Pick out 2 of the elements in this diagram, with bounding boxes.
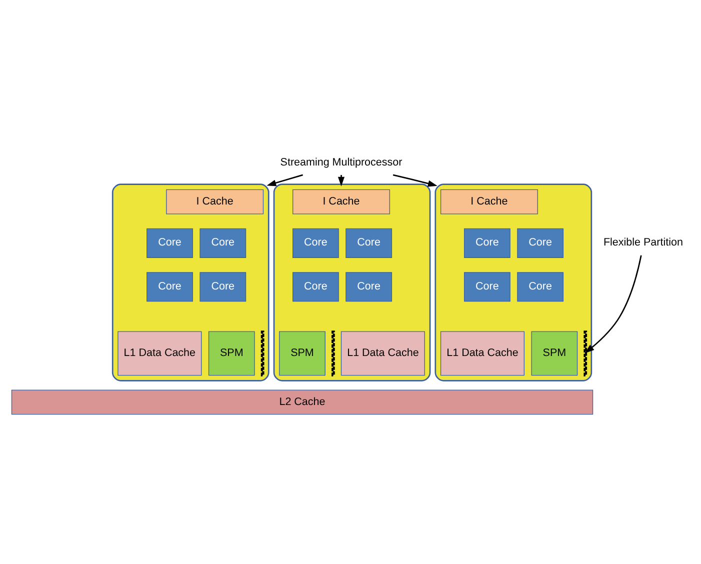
node-text: Flexible Partition	[603, 236, 683, 248]
node-text: Streaming Multiprocessor	[280, 156, 402, 168]
